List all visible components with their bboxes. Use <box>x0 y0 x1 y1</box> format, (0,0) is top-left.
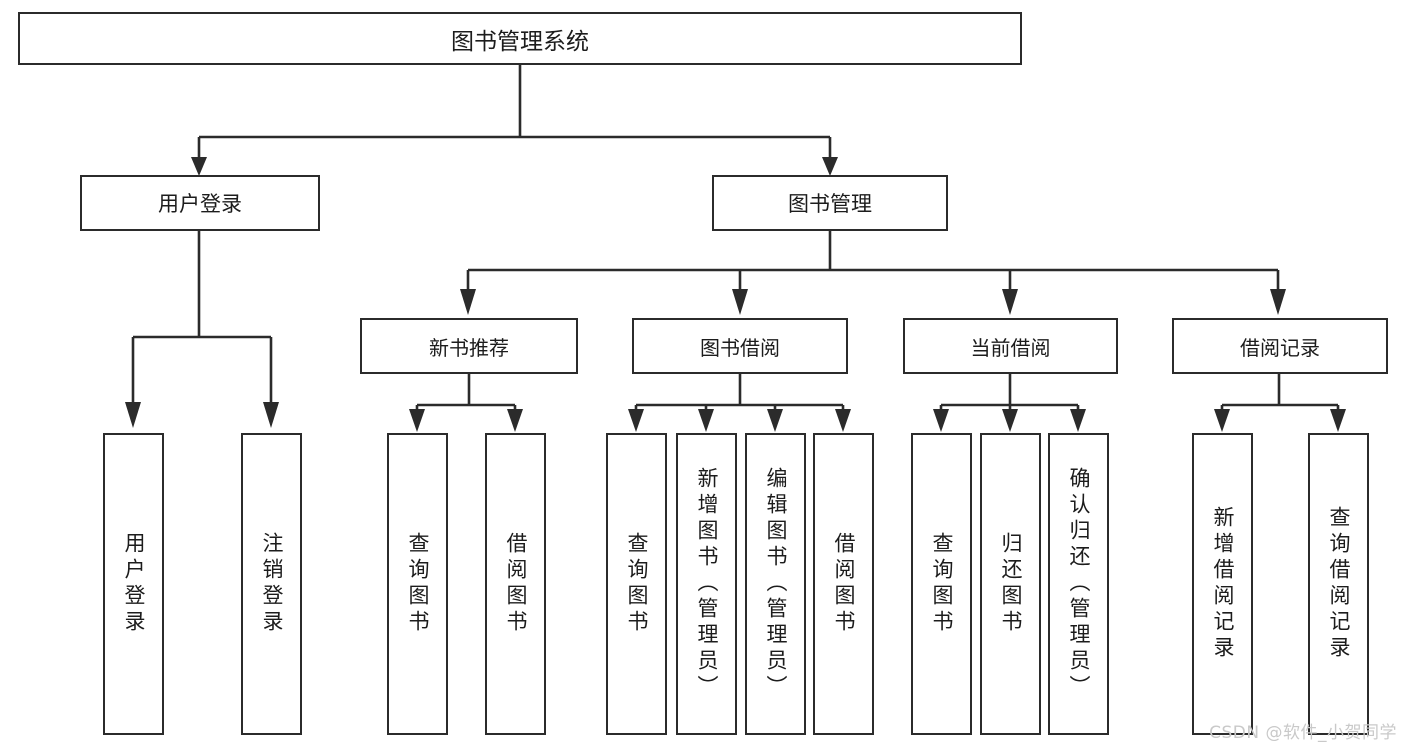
arrow-newbook-leaf1 <box>409 409 425 432</box>
leaf-return-book[interactable]: 归还图书 <box>980 433 1041 735</box>
arrow-newbook-leaf2 <box>507 409 523 432</box>
leaf-query-borrow-record[interactable]: 查询借阅记录 <box>1308 433 1369 735</box>
leaf-edit-book-admin-label: 编辑图书（管理员） <box>764 467 788 701</box>
node-current-borrow-label: 当前借阅 <box>970 335 1051 360</box>
leaf-add-borrow-record[interactable]: 新增借阅记录 <box>1192 433 1253 735</box>
node-book-borrow[interactable]: 图书借阅 <box>632 318 848 374</box>
node-root-label: 图书管理系统 <box>451 28 589 55</box>
arrow-current-leaf1 <box>933 409 949 432</box>
arrow-borrow-leaf4 <box>835 409 851 432</box>
leaf-logout[interactable]: 注销登录 <box>241 433 302 735</box>
node-current-borrow[interactable]: 当前借阅 <box>903 318 1118 374</box>
leaf-borrow-book[interactable]: 借阅图书 <box>813 433 874 735</box>
arrow-current-leaf3 <box>1070 409 1086 432</box>
arrow-userlogin-leaf2 <box>263 402 279 428</box>
node-user-login-label: 用户登录 <box>158 192 242 216</box>
arrow-root-to-bookmgmt <box>822 157 838 176</box>
node-user-login[interactable]: 用户登录 <box>80 175 320 231</box>
node-borrow-record[interactable]: 借阅记录 <box>1172 318 1388 374</box>
arrow-bookmgmt-to-borrow <box>732 289 748 315</box>
leaf-confirm-return-admin-label: 确认归还（管理员） <box>1067 467 1091 701</box>
node-book-management-label: 图书管理 <box>788 192 872 216</box>
leaf-query-borrow-record-label: 查询借阅记录 <box>1327 506 1351 662</box>
arrow-root-to-userlogin <box>191 157 207 176</box>
leaf-query-book-borrow[interactable]: 查询图书 <box>606 433 667 735</box>
leaf-logout-label: 注销登录 <box>260 532 284 636</box>
arrow-bookmgmt-to-current <box>1002 289 1018 315</box>
arrow-borrow-leaf1 <box>628 409 644 432</box>
arrow-bookmgmt-to-newbook <box>460 289 476 315</box>
node-new-book-recommend-label: 新书推荐 <box>429 335 509 360</box>
leaf-query-book-newbook-label: 查询图书 <box>406 532 430 636</box>
arrow-borrow-leaf3 <box>767 409 783 432</box>
leaf-borrow-book-newbook[interactable]: 借阅图书 <box>485 433 546 735</box>
leaf-query-book-newbook[interactable]: 查询图书 <box>387 433 448 735</box>
leaf-user-login-label: 用户登录 <box>122 532 146 636</box>
node-book-management[interactable]: 图书管理 <box>712 175 948 231</box>
node-root-book-management-system[interactable]: 图书管理系统 <box>18 12 1022 65</box>
arrow-borrow-leaf2 <box>698 409 714 432</box>
leaf-confirm-return-admin[interactable]: 确认归还（管理员） <box>1048 433 1109 735</box>
leaf-query-book-current-label: 查询图书 <box>930 532 954 636</box>
leaf-return-book-label: 归还图书 <box>999 532 1023 636</box>
node-new-book-recommend[interactable]: 新书推荐 <box>360 318 578 374</box>
leaf-borrow-book-label: 借阅图书 <box>832 532 856 636</box>
leaf-add-book-admin[interactable]: 新增图书（管理员） <box>676 433 737 735</box>
leaf-query-book-current[interactable]: 查询图书 <box>911 433 972 735</box>
leaf-edit-book-admin[interactable]: 编辑图书（管理员） <box>745 433 806 735</box>
node-borrow-record-label: 借阅记录 <box>1240 335 1320 360</box>
arrow-record-leaf2 <box>1330 409 1346 432</box>
leaf-add-borrow-record-label: 新增借阅记录 <box>1211 506 1235 662</box>
leaf-borrow-book-newbook-label: 借阅图书 <box>504 532 528 636</box>
leaf-add-book-admin-label: 新增图书（管理员） <box>695 467 719 701</box>
leaf-user-login[interactable]: 用户登录 <box>103 433 164 735</box>
leaf-query-book-borrow-label: 查询图书 <box>625 532 649 636</box>
arrow-userlogin-leaf1 <box>125 402 141 428</box>
node-book-borrow-label: 图书借阅 <box>700 335 780 360</box>
arrow-current-leaf2 <box>1002 409 1018 432</box>
arrow-record-leaf1 <box>1214 409 1230 432</box>
arrow-bookmgmt-to-record <box>1270 289 1286 315</box>
